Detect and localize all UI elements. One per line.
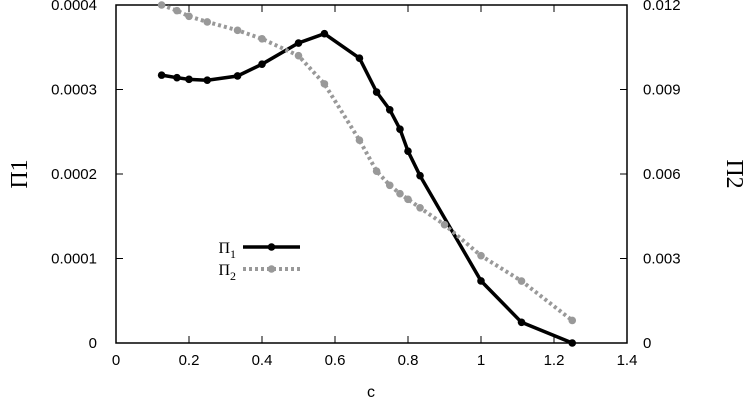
- series-point-2: [372, 167, 381, 175]
- y-tick-label-left: 0.0003: [51, 82, 97, 99]
- series-point-1: [404, 147, 412, 155]
- y-tick-label-right: 0.009: [643, 82, 681, 99]
- series-point-1: [372, 88, 381, 96]
- legend-marker-2: [267, 265, 276, 273]
- y-tick-label-left: 0.0002: [51, 166, 97, 183]
- series-point-1: [258, 60, 266, 68]
- x-tick-label: 0.8: [398, 352, 419, 369]
- legend-marker-1: [267, 243, 276, 251]
- series-point-2: [517, 277, 526, 285]
- series-point-2: [185, 12, 193, 21]
- x-tick-label: 0.4: [252, 352, 273, 369]
- series-point-2: [396, 189, 404, 198]
- series-point-2: [294, 51, 303, 60]
- series-point-1: [355, 54, 364, 63]
- x-tick-label: 1.2: [544, 352, 565, 369]
- series-point-2: [404, 195, 412, 204]
- series-point-1: [233, 72, 242, 80]
- series-point-1: [517, 318, 526, 327]
- series-point-1: [173, 73, 181, 82]
- series-point-1: [294, 39, 303, 47]
- y-tick-label-right: 0: [643, 335, 651, 352]
- plot-frame: [115, 4, 628, 344]
- y-tick-label-left: 0: [89, 335, 97, 352]
- series-point-2: [258, 35, 266, 43]
- legend-label-1: Π1: [218, 240, 236, 261]
- series-point-2: [233, 26, 242, 35]
- y-tick-label-right: 0.006: [643, 166, 681, 183]
- series-point-2: [203, 18, 212, 26]
- y-tick-label-right: 0.012: [643, 0, 681, 14]
- series-line-1: [161, 31, 573, 345]
- series-point-1: [568, 339, 577, 347]
- series-point-1: [157, 71, 166, 79]
- x-tick-label: 0: [112, 352, 120, 369]
- y-tick-label-left: 0.0001: [51, 251, 97, 268]
- series-point-2: [416, 204, 424, 212]
- legend-label-2: Π2: [218, 262, 236, 283]
- series-point-2: [385, 181, 394, 190]
- x-tick-label: 1: [477, 352, 485, 369]
- series-point-2: [320, 80, 329, 88]
- series-point-1: [320, 29, 329, 38]
- y-axis-title-left: Π1: [7, 159, 33, 188]
- series-point-2: [568, 316, 577, 325]
- series-point-1: [185, 75, 193, 84]
- y-axis-title-right: Π2: [721, 159, 747, 188]
- series-point-1: [416, 171, 424, 180]
- series-point-1: [396, 125, 404, 134]
- series-point-2: [477, 251, 485, 260]
- axis-tick-labels: 0 0.2 0.4 0.6 0.8 1 1.2 1.4 0 0.0001 0.0002 0.0003 0…: [51, 0, 680, 369]
- x-tick-label: 1.4: [617, 352, 638, 369]
- series-point-1: [477, 277, 485, 285]
- series-point-2: [440, 220, 449, 229]
- x-axis-title: c: [367, 384, 375, 401]
- series-point-2: [173, 6, 181, 15]
- series-point-2: [355, 136, 364, 144]
- axis-ticks: [115, 4, 628, 344]
- y-tick-label-left: 0.0004: [51, 0, 97, 14]
- series-group: [157, 1, 577, 347]
- series-point-1: [203, 76, 212, 85]
- x-tick-label: 0.2: [179, 352, 200, 369]
- series-point-1: [385, 105, 394, 114]
- series-point-2: [157, 1, 166, 9]
- y-tick-label-right: 0.003: [643, 251, 681, 268]
- x-tick-label: 0.6: [325, 352, 346, 369]
